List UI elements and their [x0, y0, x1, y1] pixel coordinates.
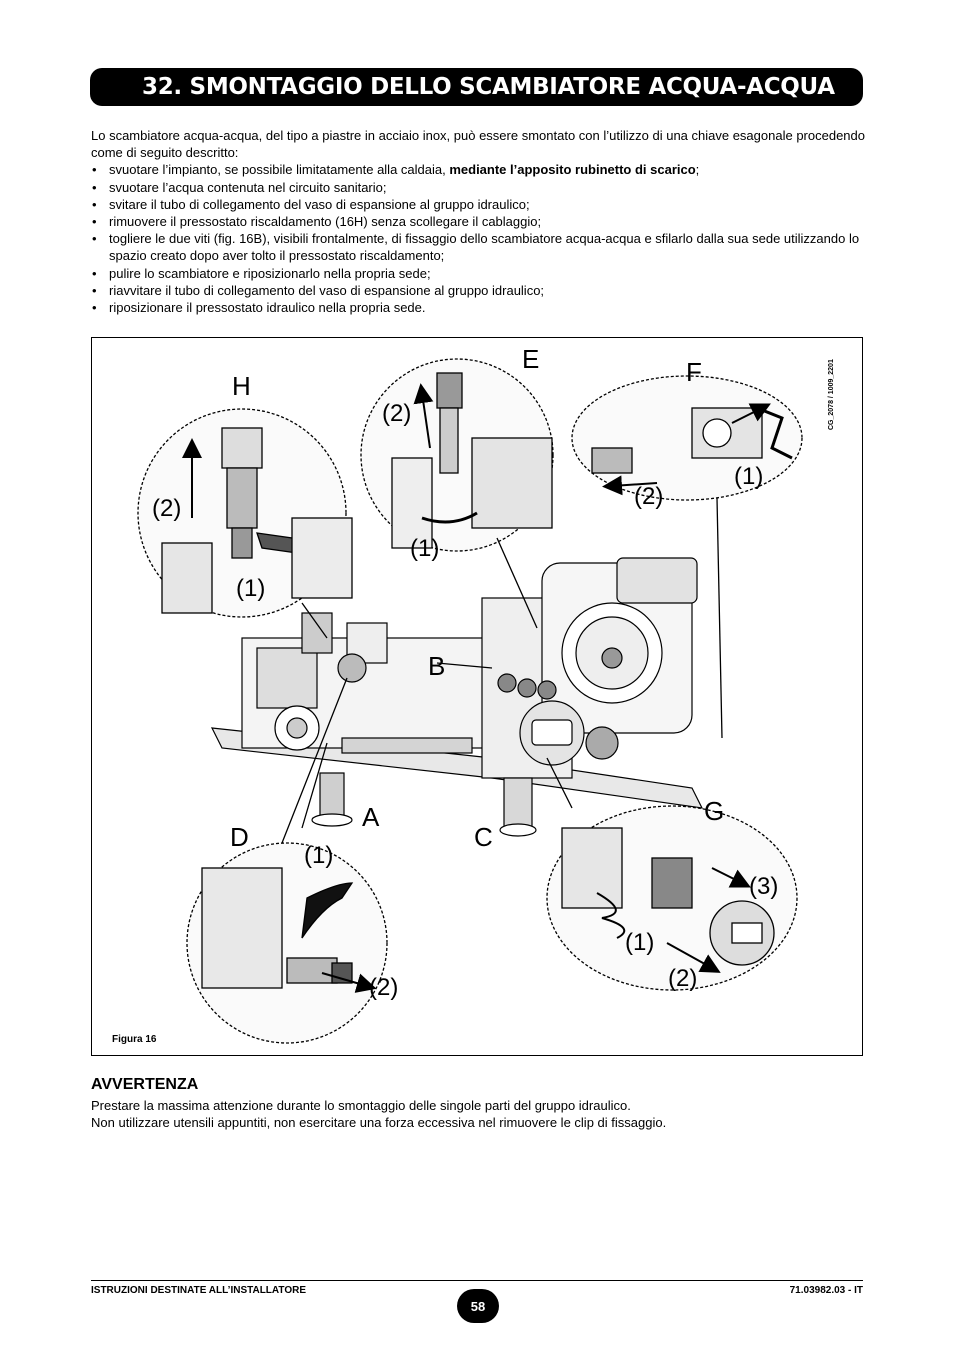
label-f: F: [686, 357, 702, 387]
warning-line: Prestare la massima attenzione durante l…: [91, 1098, 631, 1113]
step-item: rimuovere il pressostato riscaldamento (…: [91, 213, 866, 230]
page-number: 58: [470, 1298, 486, 1314]
detail-circle-g: [546, 805, 798, 991]
main-assembly-drawing: [210, 557, 704, 837]
label-h-step1: (1): [236, 575, 265, 602]
label-b: B: [428, 651, 445, 681]
leader-line-d: [281, 677, 348, 844]
detail-circle-e: [360, 358, 554, 552]
step-item: svuotare l’impianto, se possibile limita…: [91, 161, 866, 178]
figure-caption: Figura 16: [112, 1034, 157, 1045]
label-d-step2: (2): [369, 974, 398, 1001]
instructions-body: Lo scambiatore acqua-acqua, del tipo a p…: [91, 127, 866, 316]
warning-title: AVVERTENZA: [91, 1076, 199, 1093]
label-h-step2: (2): [152, 495, 181, 522]
leader-line-f: [716, 497, 723, 739]
leader-line-h: [301, 602, 328, 639]
footer-doc-code: 71.03982.03 - IT: [789, 1285, 863, 1296]
label-g: G: [704, 796, 724, 826]
figure-16-frame: E F H B A C D G (2) (1) (2) (1) (1) (2) …: [91, 337, 863, 1056]
label-g-step3: (3): [749, 873, 778, 900]
step-item: svuotare l’acqua contenuta nel circuito …: [91, 179, 866, 196]
label-f-step2: (2): [634, 483, 663, 510]
section-title: 32. SMONTAGGIO DELLO SCAMBIATORE ACQUA-A…: [142, 74, 835, 100]
page-number-badge: 58: [457, 1289, 499, 1323]
hydraulic-group-illustration: E F H B A C D G (2) (1) (2) (1) (1) (2) …: [137, 344, 803, 1044]
steps-list: svuotare l’impianto, se possibile limita…: [91, 161, 866, 316]
detail-circle-f: [571, 375, 803, 501]
label-g-step2: (2): [668, 965, 697, 992]
leader-line-b: [436, 662, 493, 669]
footer-doc-audience: ISTRUZIONI DESTINATE ALL’INSTALLATORE: [91, 1285, 306, 1296]
label-c: C: [474, 822, 493, 852]
step-item: riposizionare il pressostato idraulico n…: [91, 299, 866, 316]
leader-line-e: [496, 537, 538, 629]
step-item: svitare il tubo di collegamento del vaso…: [91, 196, 866, 213]
intro-paragraph: Lo scambiatore acqua-acqua, del tipo a p…: [91, 128, 865, 161]
drawing-code: CG_2078 / 1009_2201: [828, 359, 835, 430]
label-d-step1: (1): [304, 842, 333, 869]
warning-line: Non utilizzare utensili appuntiti, non e…: [91, 1115, 667, 1130]
label-d: D: [230, 822, 249, 852]
leader-line-a: [301, 742, 328, 829]
label-e-step1: (1): [410, 535, 439, 562]
label-a: A: [362, 802, 380, 832]
detail-circle-h: [137, 408, 353, 618]
section-title-bar: 32. SMONTAGGIO DELLO SCAMBIATORE ACQUA-A…: [90, 68, 863, 106]
warning-text: Prestare la massima attenzione durante l…: [91, 1097, 866, 1131]
step-item: pulire lo scambiatore e riposizionarlo n…: [91, 265, 866, 282]
step-item: togliere le due viti (fig. 16B), visibil…: [91, 230, 866, 264]
label-f-step1: (1): [734, 463, 763, 490]
footer-divider: [91, 1280, 863, 1281]
step-item: riavvitare il tubo di collegamento del v…: [91, 282, 866, 299]
label-e: E: [522, 344, 539, 374]
detail-circle-d: [186, 842, 388, 1044]
leader-line-g: [546, 757, 573, 809]
label-g-step1: (1): [625, 929, 654, 956]
label-e-step2: (2): [382, 400, 411, 427]
label-h: H: [232, 371, 251, 401]
